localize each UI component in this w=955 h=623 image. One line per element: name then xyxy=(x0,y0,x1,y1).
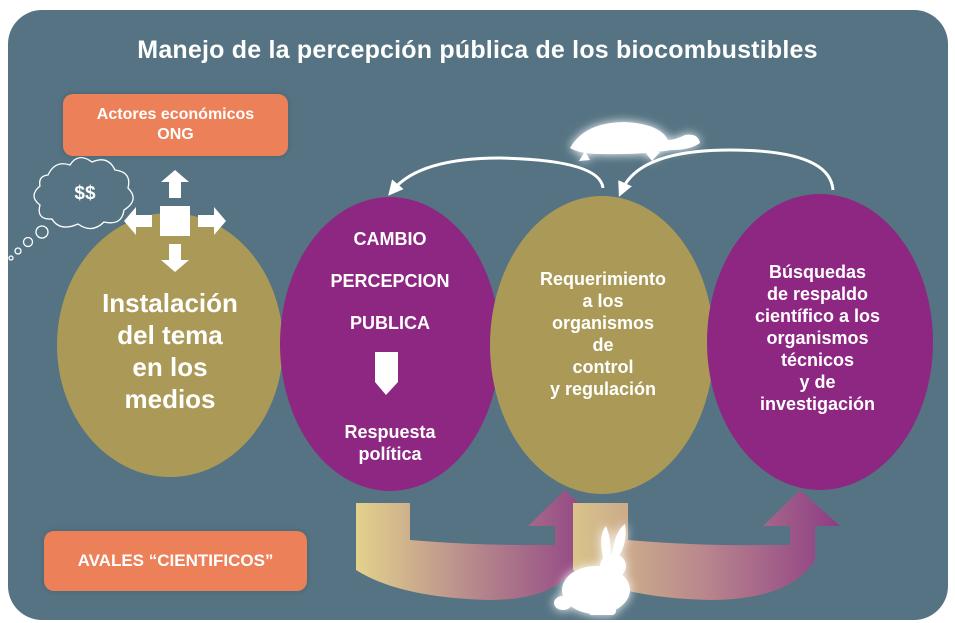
flow-arrows xyxy=(356,490,840,600)
diagram-title: Manejo de la percepción pública de los b… xyxy=(137,36,818,64)
ellipse-instalacion-text: Instalación del tema en los medios xyxy=(102,288,238,414)
thought-bubble-icon xyxy=(8,157,134,261)
box-actores-line2: ONG xyxy=(157,126,194,143)
ellipse-busquedas-text: Búsquedas de respaldo científico a los o… xyxy=(754,262,881,414)
ellipse-instalacion xyxy=(57,213,283,477)
ellipse-requerimiento-text: Requerimiento a los organismos de contro… xyxy=(539,269,667,399)
curve-arrow-right xyxy=(618,148,835,197)
ellipse-requerimiento xyxy=(490,196,714,494)
curve-arrow-left xyxy=(388,156,605,196)
down-arrow-icon xyxy=(375,352,398,395)
box-actores-line1: Actores económicos xyxy=(96,106,255,123)
flow-arrow-2 xyxy=(573,490,840,600)
box-actores: Actores económicos ONG xyxy=(63,94,288,156)
ellipse-cambio-line1: CAMBIO xyxy=(353,229,427,249)
ellipse-cambio-respuesta: Respuesta política xyxy=(344,422,436,464)
box-avales: AVALES “CIENTIFICOS” xyxy=(44,531,307,591)
money-label: $$ xyxy=(74,183,96,204)
ellipse-cambio-line2: PERCEPCION xyxy=(330,271,450,291)
ellipse-cambio-line3: PUBLICA xyxy=(350,313,430,333)
turtle-icon xyxy=(570,122,700,161)
rabbit-icon xyxy=(554,524,630,615)
ellipse-busquedas xyxy=(707,194,933,490)
cross-arrows-icon xyxy=(124,170,226,272)
ellipse-cambio xyxy=(280,197,500,491)
flow-arrow-1 xyxy=(356,490,604,600)
